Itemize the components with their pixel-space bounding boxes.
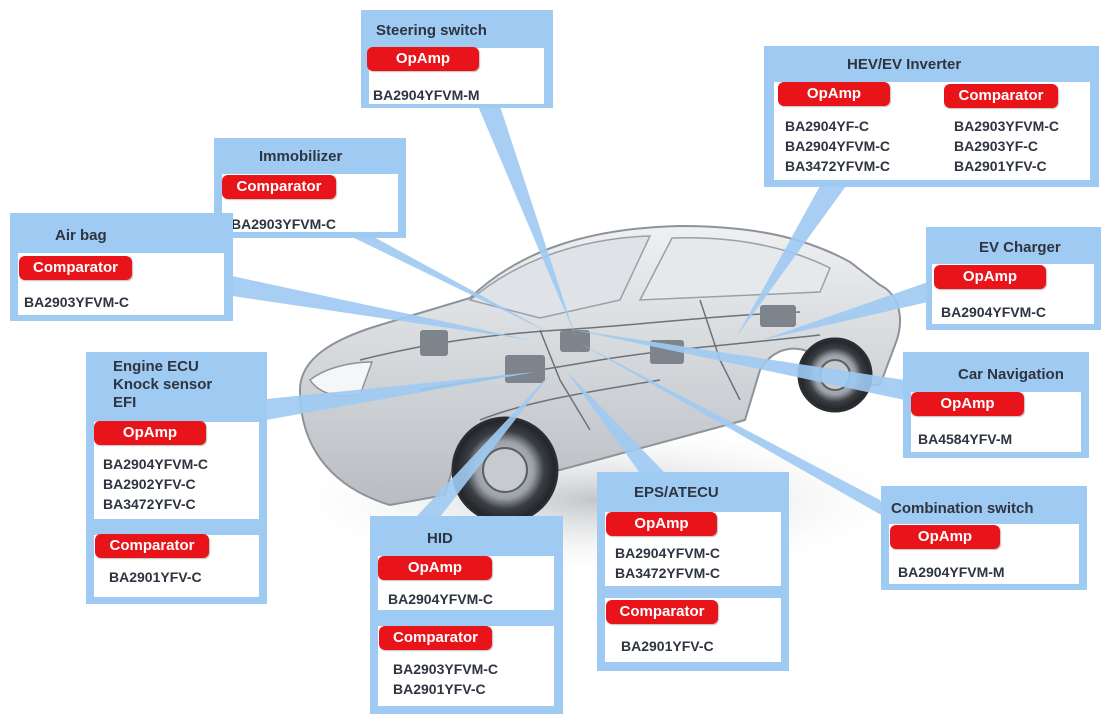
opamp-badge: OpAmp — [94, 421, 206, 445]
beam-combination — [578, 342, 890, 520]
callout-engine-ecu: Engine ECU Knock sensor EFI OpAmp BA2904… — [86, 352, 267, 604]
part-list: BA2904YFVM-M — [373, 85, 480, 105]
beam-navigation — [575, 330, 905, 400]
beam-engine — [266, 372, 535, 420]
callout-eps-atecu: EPS/ATECU OpAmp BA2904YFVM-C BA3472YFVM-… — [597, 472, 789, 671]
comparator-badge: Comparator — [19, 256, 132, 280]
callout-hid: HID OpAmp BA2904YFVM-C Comparator BA2903… — [370, 516, 563, 714]
part-number: BA2902YFV-C — [103, 476, 196, 492]
car-side-window — [638, 237, 831, 301]
beam-evcharger — [762, 282, 928, 340]
callout-immobilizer: Immobilizer Comparator BA2903YFVM-C — [214, 138, 406, 238]
car-headlight — [308, 361, 374, 397]
part-list: BA2904YFVM-C — [941, 302, 1046, 322]
callout-steering-switch: Steering switch OpAmp BA2904YFVM-M — [361, 10, 553, 108]
callout-air-bag: Air bag Comparator BA2903YFVM-C — [10, 213, 233, 321]
callout-title: Steering switch — [376, 22, 487, 39]
callout-title-line-1: Engine ECU — [113, 358, 199, 375]
part-number: BA2903YFVM-C — [231, 216, 337, 232]
comparator-badge: Comparator — [222, 175, 336, 199]
part-list: BA2904YFVM-C BA2902YFV-C BA3472YFV-C — [103, 454, 208, 514]
part-number: BA2903YFVM-C — [954, 118, 1060, 134]
callout-title-line-3: EFI — [113, 394, 137, 411]
comparator-badge: Comparator — [606, 600, 718, 624]
part-number: BA2901YFV-C — [109, 569, 202, 585]
part-number: BA2901YFV-C — [621, 638, 714, 654]
callout-title: HID — [427, 530, 453, 547]
opamp-badge: OpAmp — [911, 392, 1024, 416]
car-windshield — [468, 235, 652, 319]
callout-title: EPS/ATECU — [634, 484, 719, 501]
part-number: BA2904YF-C — [785, 118, 870, 134]
part-list: BA4584YFV-M — [918, 429, 1012, 449]
part-list: BA2901YFV-C — [109, 567, 202, 587]
part-number: BA2904YFVM-C — [615, 545, 721, 561]
part-list: BA2903YFVM-C BA2903YF-C BA2901YFV-C — [954, 116, 1059, 176]
opamp-badge: OpAmp — [934, 265, 1046, 289]
part-number: BA3472YFVM-C — [785, 158, 891, 174]
part-number: BA2901YFV-C — [393, 681, 486, 697]
part-number: BA2903YFVM-C — [24, 294, 130, 310]
part-number: BA2901YFV-C — [954, 158, 1047, 174]
beam-inverter — [737, 186, 846, 336]
callout-title: HEV/EV Inverter — [847, 56, 962, 73]
opamp-badge: OpAmp — [778, 82, 890, 106]
opamp-badge: OpAmp — [606, 512, 717, 536]
part-list: BA2903YFVM-C — [24, 292, 129, 312]
beam-immobilizer — [350, 236, 552, 334]
beam-eps — [567, 372, 665, 473]
beam-steering — [478, 106, 575, 335]
callout-title: Air bag — [55, 227, 107, 244]
opamp-badge: OpAmp — [890, 525, 1000, 549]
beam-airbag — [232, 276, 530, 340]
part-list: BA2904YFVM-M — [898, 562, 1005, 582]
part-list: BA2904YFVM-C — [388, 589, 493, 609]
part-list: BA2904YF-C BA2904YFVM-C BA3472YFVM-C — [785, 116, 890, 176]
callout-hev-ev-inverter: HEV/EV Inverter OpAmp BA2904YF-C BA2904Y… — [764, 46, 1099, 187]
part-number: BA3472YFV-C — [103, 496, 196, 512]
callout-title: EV Charger — [979, 239, 1061, 256]
callout-title: Combination switch — [891, 500, 1034, 517]
part-number: BA2904YFVM-C — [388, 591, 494, 607]
opamp-badge: OpAmp — [378, 556, 492, 580]
part-list: BA2903YFVM-C — [231, 214, 336, 234]
callout-car-navigation: Car Navigation OpAmp BA4584YFV-M — [903, 352, 1089, 458]
part-number: BA2903YF-C — [954, 138, 1039, 154]
beam-hid — [416, 372, 552, 517]
part-list: BA2903YFVM-C BA2901YFV-C — [393, 659, 498, 699]
callout-combination-switch: Combination switch OpAmp BA2904YFVM-M — [881, 486, 1087, 590]
comparator-badge: Comparator — [379, 626, 492, 650]
callout-title: Immobilizer — [259, 148, 343, 165]
comparator-badge: Comparator — [95, 534, 209, 558]
part-number: BA2904YFVM-C — [941, 304, 1047, 320]
part-number: BA2904YFVM-C — [103, 456, 209, 472]
callout-title: Car Navigation — [958, 366, 1064, 383]
part-number: BA2904YFVM-C — [785, 138, 891, 154]
part-number: BA2904YFVM-M — [898, 564, 1005, 580]
comparator-badge: Comparator — [944, 84, 1058, 108]
part-number: BA2904YFVM-M — [373, 87, 480, 103]
opamp-badge: OpAmp — [367, 47, 479, 71]
callout-title-line-2: Knock sensor — [113, 376, 213, 393]
callout-ev-charger: EV Charger OpAmp BA2904YFVM-C — [926, 227, 1101, 330]
part-list: BA2901YFV-C — [621, 636, 714, 656]
part-list: BA2904YFVM-C BA3472YFVM-C — [615, 543, 720, 583]
part-number: BA2903YFVM-C — [393, 661, 499, 677]
part-number: BA4584YFV-M — [918, 431, 1013, 447]
car-components — [420, 305, 796, 383]
part-number: BA3472YFVM-C — [615, 565, 721, 581]
